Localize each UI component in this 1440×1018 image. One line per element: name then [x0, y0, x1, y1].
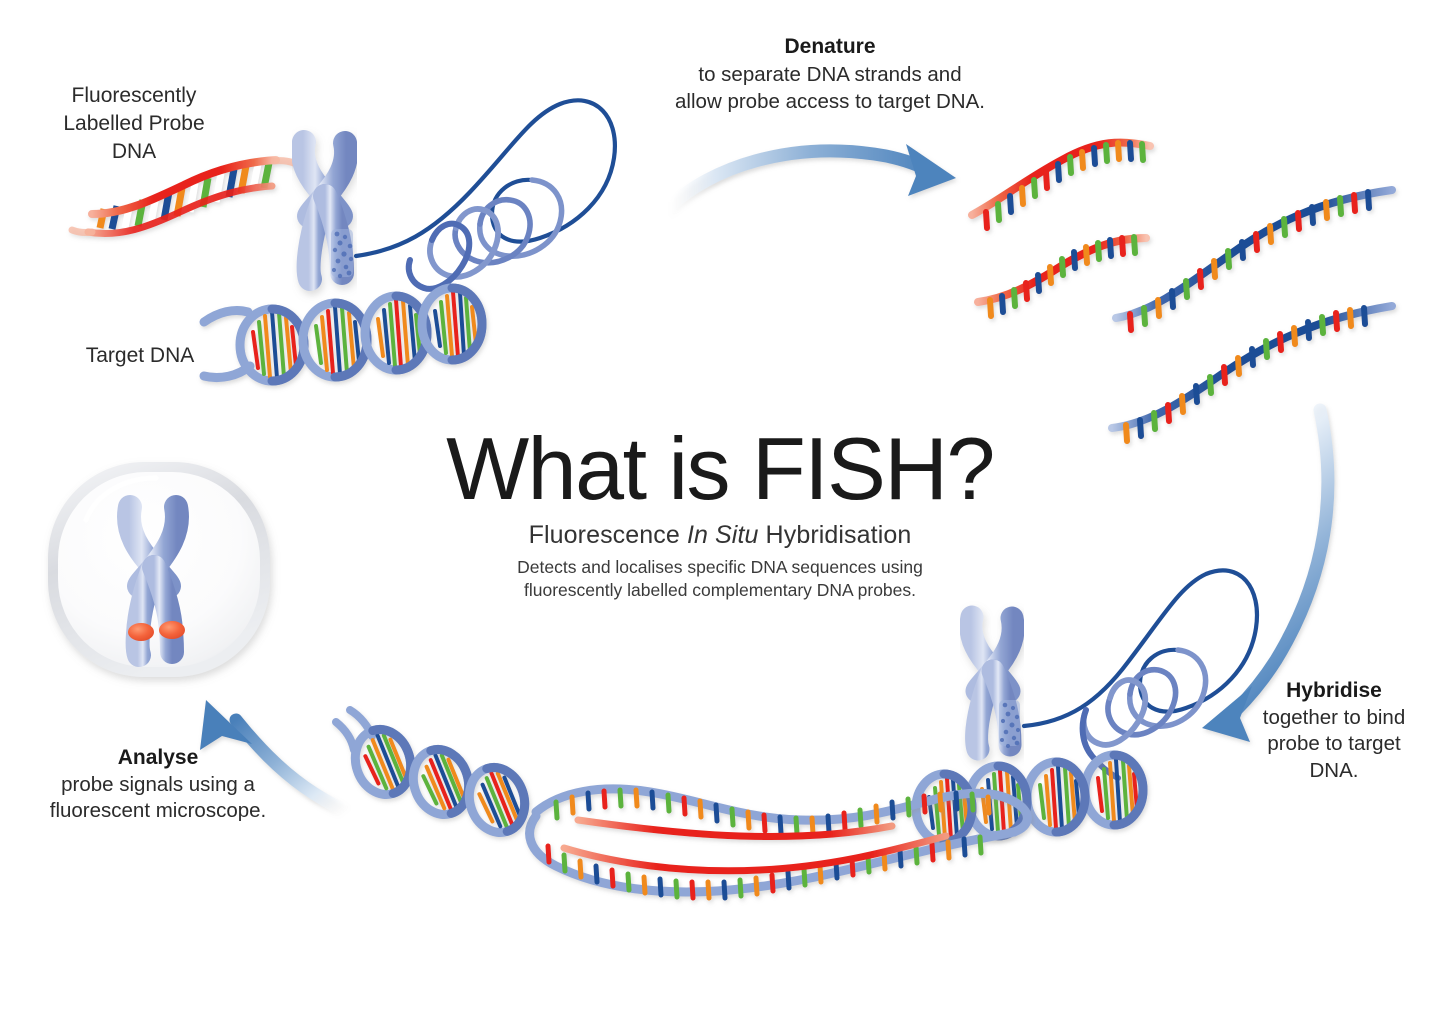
target-dna-helix — [199, 283, 487, 386]
denatured-target-strand-2 — [1108, 302, 1396, 444]
page-title: What is FISH? — [446, 419, 995, 518]
denatured-target-strand-1 — [1112, 186, 1396, 333]
probe-label-line1: Fluorescently — [71, 84, 197, 107]
analyse-heading: Analyse — [117, 746, 199, 769]
target-label-line1: Target DNA — [85, 344, 195, 367]
description-line2: fluorescently labelled complementary DNA… — [524, 579, 916, 600]
denatured-probe-strand-1 — [968, 138, 1154, 231]
hybridise-line3: DNA. — [1309, 758, 1359, 782]
description-line1: Detects and localises specific DNA seque… — [517, 557, 923, 577]
cell-nucleus — [48, 462, 270, 677]
chromosome-bottom — [959, 605, 1025, 761]
analyse-line1: probe signals using a — [61, 772, 255, 796]
chromosome-decondensing-region — [331, 229, 354, 279]
title-block: What is FISH? Fluorescence In Situ Hybri… — [430, 425, 1010, 602]
denature-line1: to separate DNA strands and — [698, 62, 962, 86]
hybridised-probe-target-complex — [525, 784, 1032, 901]
subtitle-pre: Fluorescence — [528, 521, 687, 549]
chromatin-fibre-top — [353, 98, 618, 292]
label-probe-dna: Fluorescently Labelled Probe DNA — [14, 82, 254, 166]
probe-label-line2: Labelled Probe — [63, 111, 205, 135]
chromosome-in-nucleus — [117, 495, 189, 667]
chromatin-fibre-bottom — [1021, 568, 1260, 781]
hybridise-line2: probe to target — [1267, 732, 1401, 756]
label-analyse: Analyse probe signals using a fluorescen… — [8, 745, 308, 825]
chromosome-bottom-decondensing-region — [999, 700, 1021, 749]
denature-line2: allow probe access to target DNA. — [675, 89, 985, 113]
probe-label-line3: DNA — [111, 139, 157, 163]
subtitle-italic: In Situ — [686, 521, 759, 549]
hybridise-line1: together to bind — [1262, 705, 1406, 729]
chromosome-top — [290, 130, 359, 291]
subtitle-post: Hybridisation — [758, 521, 912, 549]
denatured-probe-strand-2 — [974, 234, 1150, 319]
label-hybridise: Hybridise together to bind probe to targ… — [1238, 678, 1430, 785]
denature-arrow — [661, 144, 956, 215]
hybridised-dna-right-coils — [911, 750, 1148, 847]
fluorescent-signals — [128, 621, 185, 641]
denature-heading: Denature — [784, 35, 876, 58]
probe-dna-helix — [68, 156, 298, 238]
analysed-dna-left-coils — [332, 706, 530, 837]
hybridise-heading: Hybridise — [1286, 679, 1382, 702]
label-target-dna: Target DNA — [60, 343, 220, 369]
label-denature: Denature to separate DNA strands and all… — [615, 34, 1045, 115]
description: Detects and localises specific DNA seque… — [430, 556, 1010, 602]
analyse-line2: fluorescent microscope. — [49, 799, 267, 823]
subtitle: Fluorescence In Situ Hybridisation — [430, 521, 1010, 550]
